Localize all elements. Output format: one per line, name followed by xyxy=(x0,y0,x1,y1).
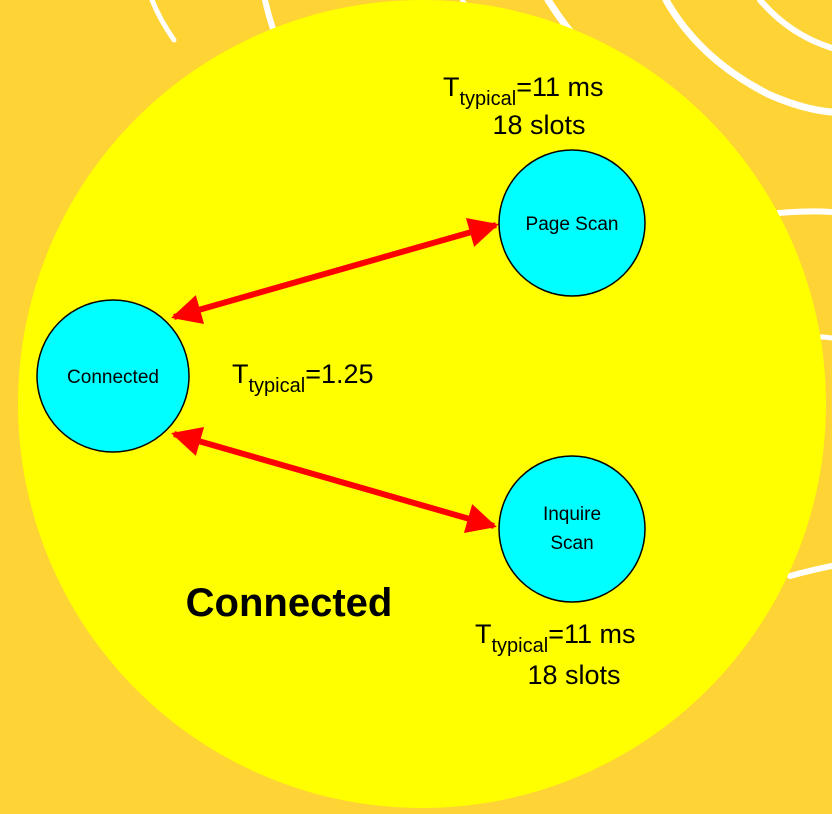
node-connected-label: Connected xyxy=(67,367,159,388)
node-page-scan: Page Scan xyxy=(498,149,646,297)
page-scan-timing-slots: 18 slots xyxy=(492,110,585,140)
swirl-stroke xyxy=(787,563,832,579)
t-subscript: typical xyxy=(492,635,549,657)
node-inquire-scan-label-line1: Inquire xyxy=(543,504,601,525)
connected-region-label: Connected xyxy=(186,581,393,625)
t-value: =1.25 xyxy=(305,359,373,389)
swirl-stroke xyxy=(757,0,832,51)
inquire-scan-timing-t: Ttypical=11 ms xyxy=(475,619,636,657)
t-value: =11 ms xyxy=(548,619,635,649)
node-connected: Connected xyxy=(36,299,190,453)
t-value: =11 ms xyxy=(516,72,603,102)
t-base: T xyxy=(443,72,460,102)
t-base: T xyxy=(475,619,492,649)
t-subscript: typical xyxy=(460,88,517,110)
connected-timing-t: Ttypical=1.25 xyxy=(232,359,374,397)
connected-timing: Ttypical=1.25 xyxy=(232,359,374,397)
arrow-connected-to-inquire-scan xyxy=(171,427,497,533)
node-page-scan-circle xyxy=(498,149,646,297)
node-page-scan-label: Page Scan xyxy=(526,214,619,235)
t-base: T xyxy=(232,359,249,389)
arrow-connected-to-page-scan xyxy=(171,217,499,325)
inquire-scan-timing-slots: 18 slots xyxy=(527,660,620,690)
page-scan-timing-t: Ttypical=11 ms xyxy=(443,72,604,110)
swirl-stroke xyxy=(662,0,832,116)
t-subscript: typical xyxy=(249,375,306,397)
swirl-stroke xyxy=(149,0,177,43)
node-inquire-scan-label-line2: Scan xyxy=(550,533,593,554)
node-inquire-scan: Inquire Scan xyxy=(498,455,646,603)
node-connected-circle xyxy=(36,299,190,453)
inquire-scan-timing: Ttypical=11 ms 18 slots xyxy=(475,619,636,690)
page-scan-timing: Ttypical=11 ms 18 slots xyxy=(443,72,604,140)
node-inquire-scan-circle xyxy=(498,455,646,603)
